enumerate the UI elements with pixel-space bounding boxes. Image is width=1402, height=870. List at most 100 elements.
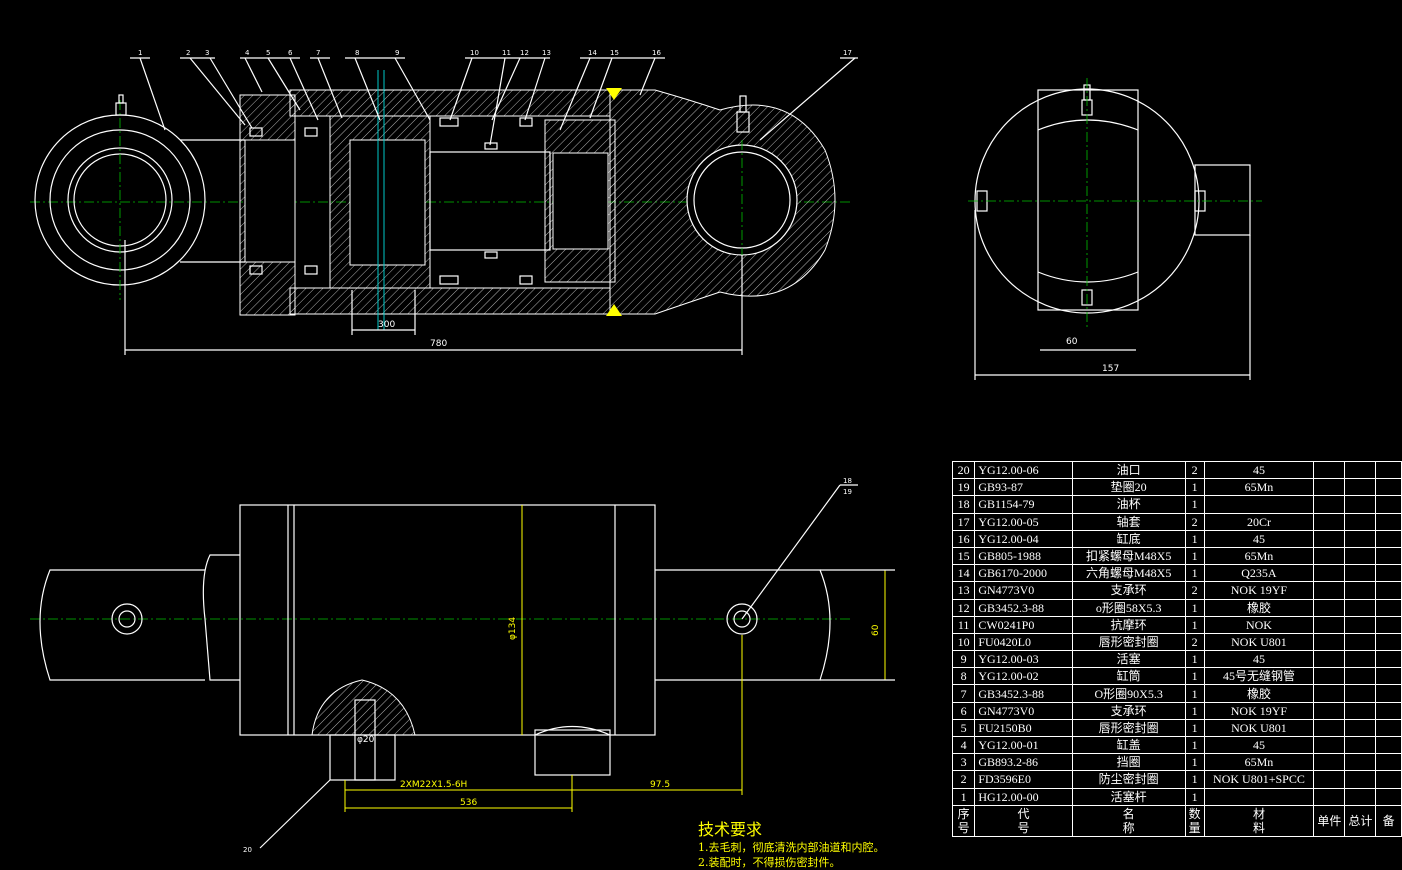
- bom-cell-name: 六角螺母M48X5: [1071, 564, 1186, 583]
- bom-cell-name: 活塞杆: [1071, 787, 1186, 806]
- bom-header-unit-weight: 单件: [1313, 804, 1346, 837]
- bom-cell-empty: [1313, 684, 1346, 703]
- bom-cell-empty: [1375, 598, 1402, 617]
- bom-cell-empty: [1313, 495, 1346, 514]
- bom-cell-empty: [1313, 650, 1346, 669]
- bom-cell-name: O形圈90X5.3: [1071, 684, 1186, 703]
- svg-text:15: 15: [610, 49, 619, 57]
- dim-134: φ134: [508, 617, 518, 640]
- dim-97: 97.5: [650, 780, 670, 790]
- dim-phi20: φ20: [357, 735, 375, 745]
- bom-cell-code: CW0241P0: [974, 615, 1073, 634]
- bom-cell-empty: [1375, 632, 1402, 652]
- bom-cell-qty: 1: [1184, 529, 1205, 548]
- bom-cell-empty: [1313, 564, 1346, 583]
- svg-text:8: 8: [355, 49, 359, 57]
- bom-cell-empty: [1313, 460, 1346, 480]
- svg-text:12: 12: [520, 49, 529, 57]
- bom-cell-empty: [1344, 546, 1377, 566]
- bom-cell-empty: [1313, 753, 1346, 772]
- bom-cell-qty: 2: [1184, 581, 1205, 600]
- bom-cell-code: GB6170-2000: [974, 564, 1073, 583]
- bom-cell-no: 4: [951, 735, 976, 755]
- bom-cell-qty: 1: [1184, 495, 1205, 514]
- bom-cell-empty: [1313, 529, 1346, 548]
- bom-cell-name: 唇形密封圈: [1071, 718, 1186, 738]
- bom-cell-no: 1: [951, 787, 976, 806]
- svg-text:13: 13: [542, 49, 551, 57]
- bom-cell-qty: 1: [1184, 478, 1205, 497]
- cylinder-body-outline: [239, 504, 656, 736]
- bom-cell-name: 油杯: [1071, 495, 1186, 514]
- bom-cell-name: 唇形密封圈: [1071, 632, 1186, 652]
- bom-cell-material: [1203, 787, 1315, 806]
- bom-cell-empty: [1344, 581, 1377, 600]
- bom-cell-empty: [1313, 512, 1346, 531]
- bom-cell-empty: [1344, 495, 1377, 514]
- bom-cell-qty: 1: [1184, 718, 1205, 738]
- bom-header-code: 代 号: [974, 804, 1073, 837]
- bom-cell-qty: 1: [1184, 615, 1205, 634]
- bom-cell-qty: 1: [1184, 667, 1205, 686]
- bom-cell-material: 45: [1203, 529, 1315, 548]
- bom-cell-qty: 1: [1184, 787, 1205, 806]
- bom-cell-empty: [1313, 478, 1346, 497]
- bom-cell-name: 缸筒: [1071, 667, 1186, 686]
- bom-cell-code: GB893.2-86: [974, 753, 1073, 772]
- bom-cell-code: GN4773V0: [974, 581, 1073, 600]
- bom-cell-empty: [1375, 581, 1402, 600]
- bom-cell-empty: [1344, 512, 1377, 531]
- bom-cell-qty: 2: [1184, 632, 1205, 652]
- bom-cell-empty: [1313, 667, 1346, 686]
- bom-cell-no: 2: [951, 770, 976, 789]
- bom-cell-name: 垫圈20: [1071, 478, 1186, 497]
- bom-cell-no: 13: [951, 581, 976, 600]
- bom-cell-empty: [1344, 684, 1377, 703]
- bom-cell-no: 14: [951, 564, 976, 583]
- bom-cell-code: GB3452.3-88: [974, 684, 1073, 703]
- bom-cell-material: NOK U801: [1203, 718, 1315, 738]
- bom-cell-empty: [1313, 770, 1346, 789]
- bom-cell-empty: [1344, 632, 1377, 652]
- bom-cell-empty: [1344, 615, 1377, 634]
- svg-text:18: 18: [843, 477, 852, 485]
- bom-cell-empty: [1344, 735, 1377, 755]
- bom-cell-code: GB3452.3-88: [974, 598, 1073, 617]
- bom-cell-empty: [1344, 529, 1377, 548]
- bom-cell-no: 10: [951, 632, 976, 652]
- bom-cell-code: YG12.00-06: [974, 460, 1073, 480]
- bom-cell-material: 65Mn: [1203, 478, 1315, 497]
- svg-text:3: 3: [205, 49, 209, 57]
- bom-cell-empty: [1344, 564, 1377, 583]
- bom-cell-empty: [1375, 787, 1402, 806]
- bom-cell-no: 8: [951, 667, 976, 686]
- bom-cell-name: o形圈58X5.3: [1071, 598, 1186, 617]
- bom-cell-empty: [1344, 753, 1377, 772]
- tech-line-1: 1.去毛刺，彻底清洗内部油道和内腔。: [698, 841, 885, 854]
- bom-cell-qty: 1: [1184, 735, 1205, 755]
- bom-cell-empty: [1313, 598, 1346, 617]
- bom-cell-code: FD3596E0: [974, 770, 1073, 789]
- bom-cell-empty: [1375, 701, 1402, 720]
- dim-60-side: 60: [1066, 337, 1078, 347]
- side-view: 60 157: [968, 78, 1262, 380]
- bom-header-remark: 备: [1375, 804, 1402, 837]
- bom-cell-no: 7: [951, 684, 976, 703]
- svg-text:2: 2: [186, 49, 190, 57]
- bom-header-total-weight: 总计: [1344, 804, 1377, 837]
- bom-cell-no: 3: [951, 753, 976, 772]
- bom-cell-qty: 1: [1184, 546, 1205, 566]
- bom-cell-no: 9: [951, 650, 976, 669]
- bom-cell-no: 20: [951, 460, 976, 480]
